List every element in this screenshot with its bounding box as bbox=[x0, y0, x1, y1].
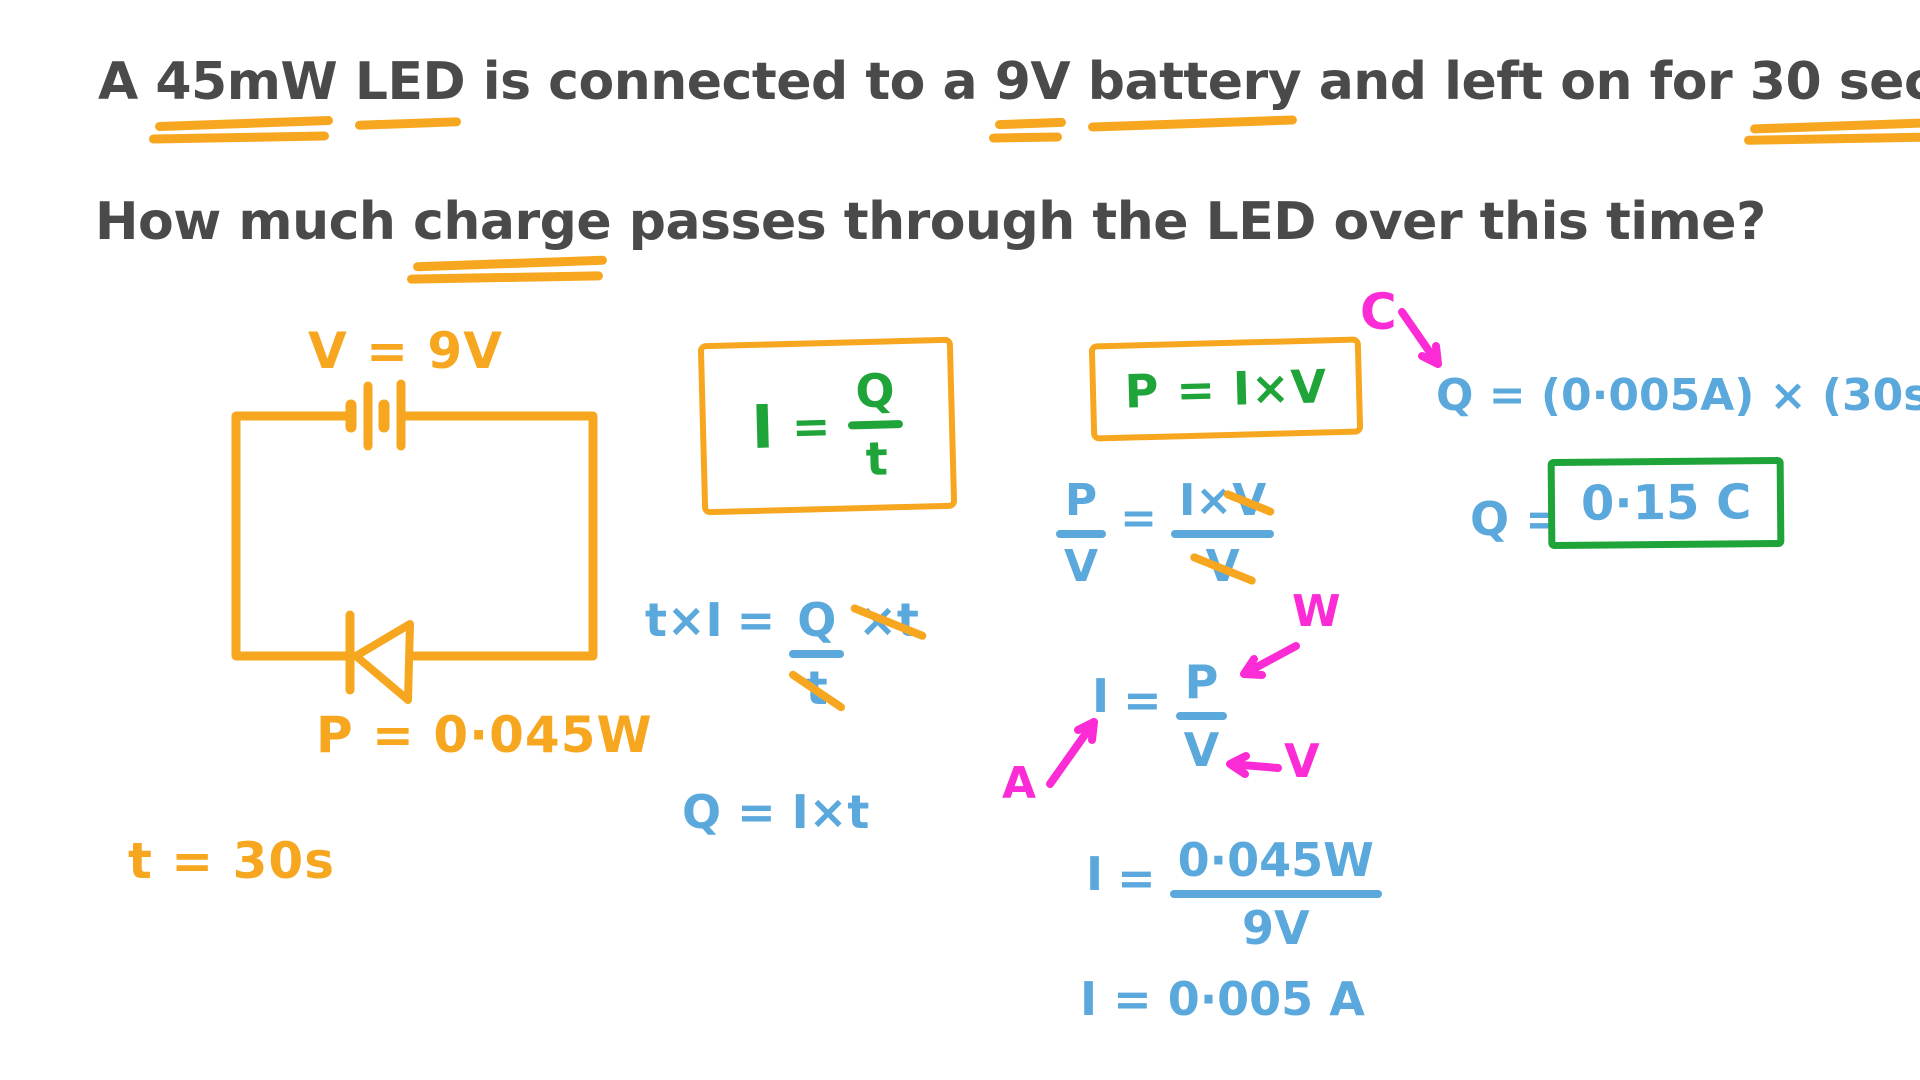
question-line-1: A 45mW LED is connected to a 9V battery … bbox=[98, 52, 1920, 112]
question-text: How much bbox=[95, 192, 414, 252]
equals-sign: = bbox=[1117, 851, 1156, 905]
term: I bbox=[1178, 475, 1196, 526]
equals-sign: = bbox=[1120, 493, 1157, 544]
equation: Q = I×t bbox=[682, 785, 870, 839]
fraction-bar bbox=[1169, 890, 1382, 899]
equation: I = 0·005 A bbox=[1080, 972, 1365, 1026]
question-line-2: How much charge passes through the LED o… bbox=[95, 192, 1766, 252]
equals-sign: = bbox=[791, 398, 832, 454]
highlighted-term-time: 30 seconds bbox=[1750, 52, 1920, 112]
answer-box: 0·15 C bbox=[1547, 456, 1785, 550]
working-current-row-2: I = P V bbox=[1092, 655, 1228, 778]
fraction-p-over-v: P V bbox=[1175, 655, 1228, 778]
term: t×I bbox=[645, 593, 723, 647]
fraction-q-over-t: Q t bbox=[847, 362, 905, 486]
unit-label-volts: V bbox=[1284, 734, 1320, 788]
question-text: and left on for bbox=[1301, 52, 1750, 112]
denominator: 9V bbox=[1241, 901, 1310, 956]
formula-box-current: I = Q t bbox=[697, 336, 958, 516]
time-label: t = 30s bbox=[128, 832, 335, 890]
unit-label-watts: W bbox=[1292, 586, 1341, 637]
term: I bbox=[1092, 669, 1110, 723]
fraction-ixv-over-v: I×V V bbox=[1170, 475, 1275, 590]
highlighted-term-charge: charge bbox=[413, 192, 612, 252]
numerator: I×V bbox=[1171, 475, 1274, 526]
working-current-row-1: P V = I×V V bbox=[1056, 475, 1275, 593]
cancelled-term-xt: ×t bbox=[858, 593, 919, 647]
fraction-p-over-v: P V bbox=[1056, 475, 1107, 593]
battery-voltage-label: V = 9V bbox=[308, 322, 503, 380]
formula-text: P = I×V bbox=[1124, 359, 1328, 419]
formula-lhs: I bbox=[750, 392, 775, 463]
fraction-bar bbox=[1056, 530, 1107, 539]
question-text: A bbox=[98, 52, 156, 112]
charge-substitution-line: Q = (0·005A) × (30s) bbox=[1436, 370, 1920, 421]
arrow-down-right-icon bbox=[1398, 308, 1442, 368]
led-power-label: P = 0·045W bbox=[316, 706, 653, 764]
highlighted-term-voltage: 9V bbox=[994, 52, 1071, 112]
fraction-bar bbox=[1175, 712, 1228, 721]
fraction-bar bbox=[1170, 530, 1275, 539]
equals-sign: = bbox=[736, 593, 776, 647]
formula-box-power: P = I×V bbox=[1088, 336, 1364, 442]
circuit-wire bbox=[231, 411, 598, 661]
numerator: Q bbox=[854, 362, 896, 418]
question-text: is connected to a bbox=[465, 52, 995, 112]
arrow-left-icon bbox=[1226, 752, 1282, 778]
working-current-row-3: I = 0·045W 9V bbox=[1086, 836, 1382, 953]
denominator: t bbox=[865, 431, 889, 486]
cancelled-term-v: V bbox=[1198, 543, 1248, 590]
fraction-q-over-t: Q t bbox=[789, 593, 845, 713]
fraction-power-over-voltage: 0·045W 9V bbox=[1169, 833, 1382, 956]
unit-label-coulombs: C bbox=[1360, 283, 1397, 341]
highlighted-term-power: 45mW bbox=[155, 52, 338, 112]
question-text bbox=[1070, 52, 1088, 112]
equals-sign: = bbox=[1123, 673, 1162, 727]
denominator: V bbox=[1064, 541, 1099, 593]
arrow-up-right-icon bbox=[1046, 718, 1098, 788]
numerator: P bbox=[1184, 655, 1219, 709]
unit-label-amps: A bbox=[1002, 758, 1037, 809]
led-diode-icon bbox=[345, 610, 414, 704]
circuit-diagram bbox=[231, 379, 598, 704]
highlighted-term-led: LED bbox=[354, 52, 466, 112]
fraction-bar bbox=[789, 650, 845, 659]
numerator: P bbox=[1064, 475, 1098, 526]
battery-icon bbox=[345, 379, 406, 451]
term: I bbox=[1086, 847, 1104, 901]
working-current-row-4: I = 0·005 A bbox=[1080, 972, 1365, 1026]
arrow-down-left-icon bbox=[1240, 642, 1300, 679]
denominator: V bbox=[1183, 723, 1220, 778]
highlighted-term-battery: battery bbox=[1087, 52, 1302, 112]
fraction-bar bbox=[848, 420, 904, 430]
cancelled-term-t: t bbox=[798, 664, 836, 713]
times-sign: × bbox=[1195, 475, 1233, 526]
working-charge-row-2: Q = I×t bbox=[682, 785, 870, 839]
numerator: Q bbox=[797, 593, 837, 647]
cancelled-term-v: V bbox=[1232, 475, 1267, 526]
question-text bbox=[337, 52, 355, 112]
question-text: passes through the LED over this time? bbox=[611, 192, 1767, 252]
working-charge-row-1: t×I = Q t ×t bbox=[645, 596, 919, 713]
numerator: 0·045W bbox=[1177, 833, 1374, 887]
